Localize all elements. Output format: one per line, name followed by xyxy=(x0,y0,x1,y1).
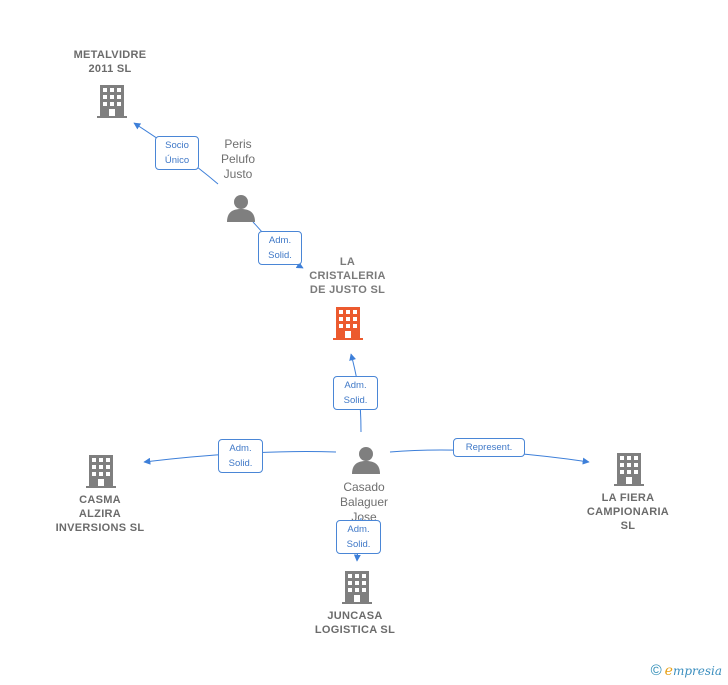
company-name-line: LA xyxy=(339,256,356,268)
relation-label-line: Adm. xyxy=(229,443,252,454)
company-label-fiera[interactable]: LA FIERA CAMPIONARIA SL xyxy=(578,491,678,533)
company-name-line: DE JUSTO SL xyxy=(309,284,386,296)
company-name-line: SL xyxy=(620,520,636,532)
company-name-line: JUNCASA xyxy=(327,610,383,622)
relation-label-line: Socio xyxy=(165,140,189,151)
relation-box-socio-unico[interactable]: Socio Único xyxy=(155,136,199,170)
building-icon-cristaleria[interactable] xyxy=(333,307,363,340)
relation-box-casado-fiera[interactable]: Represent. xyxy=(453,438,525,457)
relation-box-casado-cristaleria[interactable]: Adm. Solid. xyxy=(333,376,378,410)
person-label-peris[interactable]: Peris Pelufo Justo xyxy=(208,137,268,182)
person-name-line: Pelufo xyxy=(220,152,256,166)
company-label-cristaleria[interactable]: LA CRISTALERIA DE JUSTO SL xyxy=(290,255,405,297)
relation-label-line: Adm. xyxy=(344,380,367,391)
person-name-line: Casado xyxy=(343,480,385,494)
company-label-casma[interactable]: CASMA ALZIRA INVERSIONS SL xyxy=(45,493,155,535)
footer-brand[interactable]: ©empresia xyxy=(651,662,722,679)
company-name-line: CAMPIONARIA xyxy=(586,506,670,518)
relation-label-line: Adm. xyxy=(347,524,370,535)
company-name-line: 2011 SL xyxy=(88,63,132,75)
person-icon-casado[interactable] xyxy=(352,447,380,474)
relation-label-line: Adm. xyxy=(268,235,292,246)
company-name-line: CASMA xyxy=(79,494,121,506)
company-label-metalvidre[interactable]: METALVIDRE 2011 SL xyxy=(60,48,160,76)
relation-label-line: Solid. xyxy=(343,395,368,406)
person-icon-peris[interactable] xyxy=(227,195,255,222)
copyright-symbol: © xyxy=(650,662,662,679)
building-icon-casma[interactable] xyxy=(86,455,116,488)
company-name-line: LA FIERA xyxy=(601,492,655,504)
relation-label-line: Solid. xyxy=(346,539,371,550)
company-name-line: ALZIRA xyxy=(78,508,122,520)
building-icon-metalvidre[interactable] xyxy=(97,85,127,118)
relation-box-casado-juncasa[interactable]: Adm. Solid. xyxy=(336,520,381,554)
relation-label-line: Solid. xyxy=(268,250,292,261)
relation-box-peris-adm[interactable]: Adm. Solid. xyxy=(258,231,302,265)
relation-label-line: Solid. xyxy=(228,458,253,469)
person-label-casado[interactable]: Casado Balaguer Jose xyxy=(326,480,402,525)
company-label-juncasa[interactable]: JUNCASA LOGISTICA SL xyxy=(305,609,405,637)
person-name-line: Justo xyxy=(223,167,253,181)
brand-logo-initial: e xyxy=(664,663,673,679)
relation-box-casado-casma[interactable]: Adm. Solid. xyxy=(218,439,263,473)
brand-logo-text: mpresia xyxy=(672,664,722,678)
person-name-line: Peris xyxy=(224,137,252,151)
person-name-line: Balaguer xyxy=(339,495,389,509)
building-icon-fiera[interactable] xyxy=(614,453,644,486)
company-name-line: METALVIDRE xyxy=(73,49,147,61)
company-name-line: LOGISTICA SL xyxy=(314,624,396,636)
relation-label-line: Represent. xyxy=(465,442,513,453)
company-name-line: CRISTALERIA xyxy=(309,270,386,282)
relation-label-line: Único xyxy=(164,155,190,166)
building-icon-juncasa[interactable] xyxy=(342,571,372,604)
company-name-line: INVERSIONS SL xyxy=(55,522,145,534)
